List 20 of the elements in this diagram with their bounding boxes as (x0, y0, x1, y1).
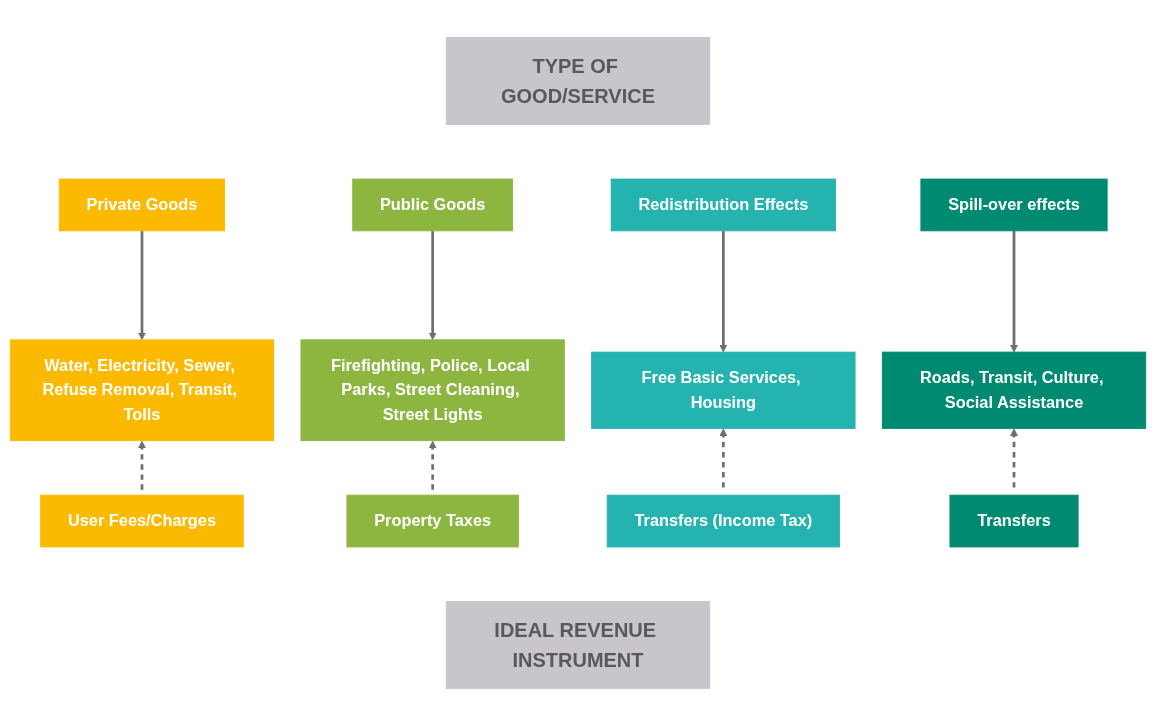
node-box: Water, Electricity, Sewer, Refuse Removal, Transit, Tolls (9, 339, 275, 442)
arrow (138, 230, 146, 341)
node-box: Property Taxes (346, 494, 519, 548)
node-box: Spill-over effects (920, 178, 1108, 232)
arrow (428, 230, 437, 341)
arrow (138, 440, 146, 492)
node-box: Transfers (Income Tax) (606, 494, 840, 548)
node-box: Roads, Transit, Culture, Social Assistance (881, 351, 1147, 429)
node-box: TYPE OF GOOD/SERVICE (445, 36, 711, 125)
arrow (428, 440, 437, 492)
node-box: Transfers (949, 494, 1079, 548)
node-box: Redistribution Effects (610, 178, 836, 232)
node-box: Public Goods (352, 178, 514, 232)
node-box: Free Basic Services, Housing (591, 351, 856, 429)
node-box: User Fees/Charges (40, 494, 244, 548)
arrow (719, 230, 728, 353)
node-box: Firefighting, Police, Local Parks, Street Cleaning, Street Lights (300, 339, 565, 442)
node-box: IDEAL REVENUE INSTRUMENT (445, 601, 711, 690)
node-box: Private Goods (58, 178, 226, 232)
arrow (1010, 230, 1018, 353)
